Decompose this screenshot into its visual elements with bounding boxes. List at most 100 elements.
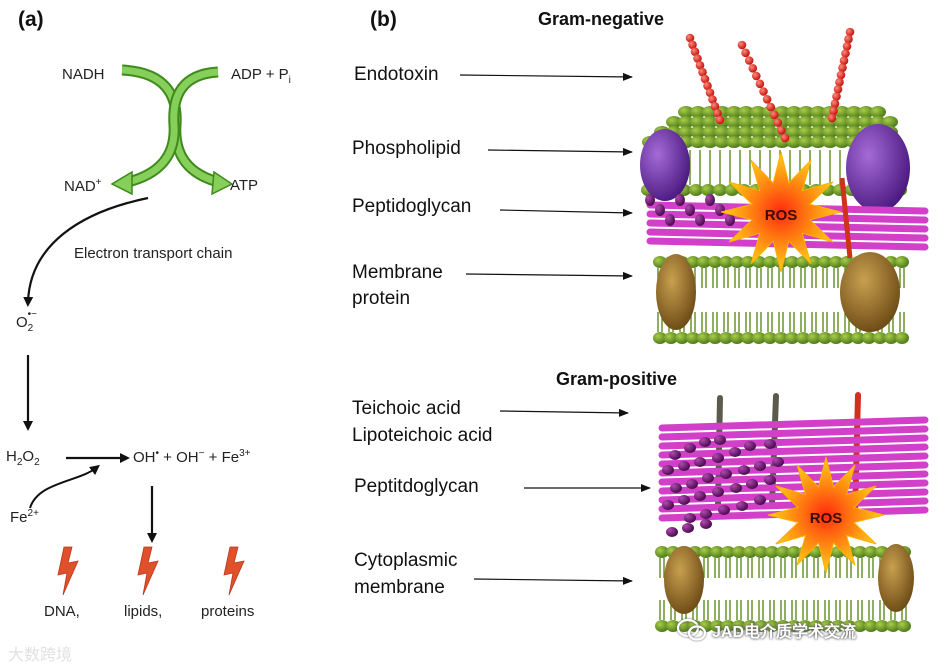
gn-endotoxin-chains [685,27,855,143]
gn-om-head [702,126,718,138]
teichoic-end [736,501,748,511]
endotoxin-bead [710,102,720,111]
teichoic-end [772,457,784,467]
gp-membrane-head [820,620,834,632]
pointer-endotoxin [459,72,633,81]
gn-om-head [750,106,766,118]
gn-om-head [834,106,850,118]
peroxide-label: H2O2 [6,448,40,468]
pointer-cytoplasmic-membrane [473,576,633,585]
gp-pg-strand [658,461,929,477]
gn-om-head [726,116,742,128]
label-peptidoglycan: Peptidoglycan [352,196,472,217]
endotoxin-bead [703,81,712,91]
endotoxin-bead [777,126,786,135]
teichoic-end [744,441,756,451]
gn-inner-head [862,332,876,344]
gp-pg-strand [658,497,929,513]
teichoic-end [764,439,776,449]
gn-om-head [762,126,778,138]
gn-om-head [786,126,802,138]
gn-om-head [810,116,826,128]
gn-om-head [690,126,706,138]
endotoxin-bead [759,87,768,96]
gp-membrane-protein-right [878,544,914,612]
pg-end [705,194,715,206]
endotoxin-bead [744,56,754,65]
gn-om-head [678,126,694,138]
watermark-right: JAD电介质学术交流 [712,624,857,641]
gram-positive-heading: Gram-positive [556,369,678,389]
atp-label: ATP [230,177,259,194]
gp-teichoic-clusters [662,435,784,537]
ferric: + Fe [204,449,240,466]
gn-om-head [870,106,886,118]
gp-membrane-head [864,546,878,558]
gn-om-head [714,136,730,148]
peroxide-sub-1: 2 [16,457,23,468]
target-proteins: proteins [201,603,255,620]
endotoxin-bead [841,49,850,58]
gn-om-head [750,116,766,128]
endotoxin-bead [827,113,837,123]
gp-membrane-head [897,620,911,632]
teichoic-end [712,487,724,497]
pg-end [695,214,705,226]
ros-burst-positive: ROS [767,456,885,574]
gn-inner-head [697,332,711,344]
gn-inner-head [675,332,689,344]
ferrous-main: Fe [10,509,28,526]
teichoic-end [670,483,682,493]
gn-inner-head [730,332,744,344]
superoxide-sup: •− [27,309,38,320]
teichoic-end [694,491,706,501]
gp-membrane-head [809,620,823,632]
label-endotoxin: Endotoxin [354,64,439,85]
endotoxin-bead [835,77,844,87]
peroxide-h: H [6,448,17,465]
gn-om-head [810,106,826,118]
gn-om-head [702,136,718,148]
gn-om-head [738,116,754,128]
pg-end [725,214,735,226]
gn-om-head [798,106,814,118]
arrowhead-nad [110,170,133,196]
gn-inner-head [741,332,755,344]
gn-om-head [762,136,778,148]
gp-membrane-lipid-tails [659,558,907,620]
gn-om-head [834,136,850,148]
superoxide-main: O [16,314,28,331]
gn-om-head [846,106,862,118]
endotoxin-bead [833,85,843,94]
hydroxide-charge: − [198,448,205,459]
arrowhead-atp [211,170,234,196]
gn-inner-head [708,332,722,344]
label-membrane-2: membrane [354,577,445,598]
label-membrane: Membrane [352,262,443,283]
porin-right [846,124,910,212]
gn-inner-head [697,256,711,268]
gp-membrane-head [666,620,680,632]
gp-membrane-head [875,620,889,632]
gn-om-head [798,116,814,128]
gp-membrane-head [754,620,768,632]
gn-om-head [690,106,706,118]
gn-om-lower-head [701,184,715,196]
gn-inner-head [829,332,843,344]
gn-om-head [786,106,802,118]
endotoxin-bead [688,40,697,50]
gp-membrane-head [699,546,713,558]
endotoxin-bead [693,54,702,63]
nad-sup: + [95,177,102,188]
gn-om-lower-head [689,184,703,196]
teichoic-end [682,523,694,533]
teichoic-end [699,437,711,447]
gn-inner-head [829,256,843,268]
teichoic-end [669,450,681,460]
gp-membrane-head [743,546,757,558]
pointer-phospholipid [487,147,633,156]
gp-membrane-head [743,620,757,632]
gp-membrane-head [655,620,669,632]
endotoxin-bead [695,61,705,70]
gn-inner-head [807,256,821,268]
